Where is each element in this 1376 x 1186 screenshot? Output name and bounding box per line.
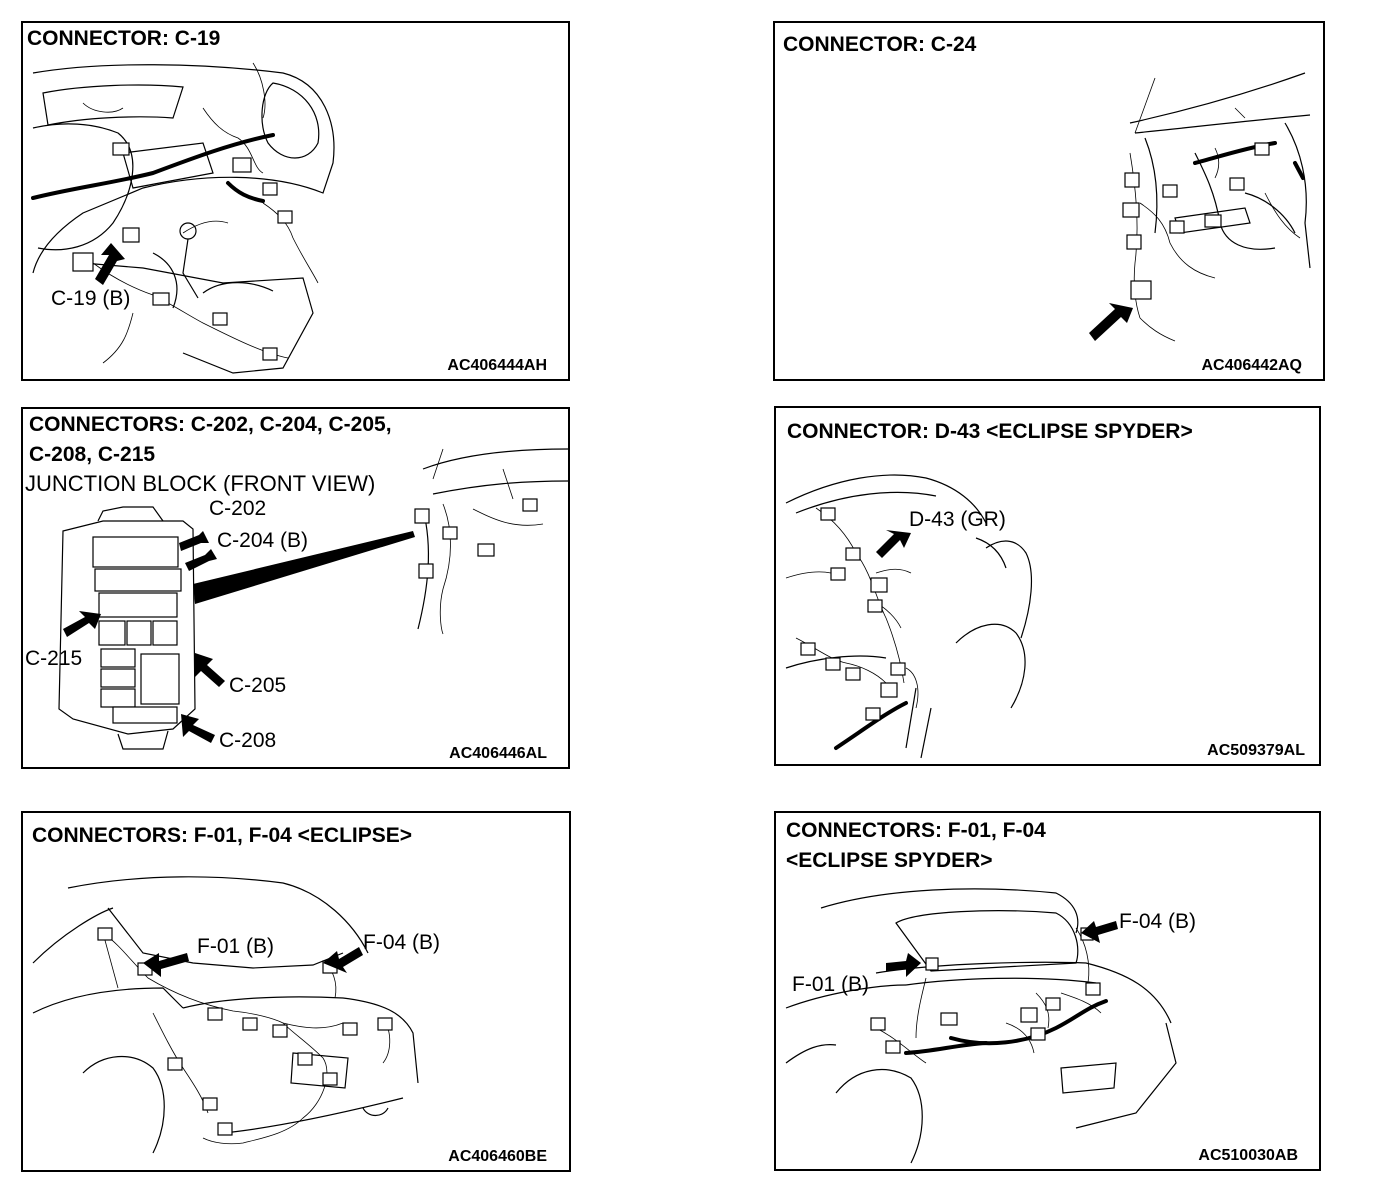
callout-c205: C-205 xyxy=(229,674,287,697)
dashboard-illustration xyxy=(31,62,335,374)
callout-c208: C-208 xyxy=(219,729,277,752)
callout-c215: C-215 xyxy=(25,647,83,670)
callout-f04: F-04 (B) xyxy=(1119,910,1197,933)
panel-connector-d43: CONNECTOR: D-43 <ECLIPSE SPYDER> D-43 (G… xyxy=(774,406,1321,766)
panel-subtitle: JUNCTION BLOCK (FRONT VIEW) xyxy=(25,471,376,496)
convertible-rear-illustration xyxy=(785,888,1177,1164)
figure-code: AC510030AB xyxy=(1198,1147,1298,1164)
figure-code: AC509379AL xyxy=(1207,742,1305,759)
panel-connectors-f01-f04-spyder: CONNECTORS: F-01, F-04 <ECLIPSE SPYDER> … xyxy=(774,811,1321,1171)
panel-connector-c24: CONNECTOR: C-24 AC406442AQ xyxy=(773,21,1325,381)
callout-f01: F-01 (B) xyxy=(792,973,870,996)
panel-junction-block: CONNECTORS: C-202, C-204, C-205, C-208, … xyxy=(21,407,570,769)
callout-f01: F-01 (B) xyxy=(197,935,275,958)
figure-code: AC406442AQ xyxy=(1201,357,1303,374)
panel-title: CONNECTORS: C-202, C-204, C-205, C-208, … xyxy=(29,413,392,466)
figure-code: AC406444AH xyxy=(447,357,547,374)
panel-title: CONNECTOR: D-43 <ECLIPSE SPYDER> xyxy=(787,420,1193,443)
callout-c19: C-19 (B) xyxy=(51,287,131,310)
car-rear-illustration xyxy=(32,876,419,1154)
car-body-illustration xyxy=(785,474,1033,759)
panel-title: CONNECTOR: C-24 xyxy=(783,33,977,56)
dashboard-illustration xyxy=(1089,72,1311,342)
junction-block-illustration xyxy=(58,448,568,750)
figure-code: AC406446AL xyxy=(449,745,547,762)
callout-c204: C-204 (B) xyxy=(217,529,309,552)
panel-title: CONNECTOR: C-19 xyxy=(27,27,221,50)
panel-title: CONNECTORS: F-01, F-04 <ECLIPSE SPYDER> xyxy=(786,819,1046,872)
panel-connectors-f01-f04-eclipse: CONNECTORS: F-01, F-04 <ECLIPSE> F-01 (B… xyxy=(21,811,571,1172)
panel-connector-c19: CONNECTOR: C-19 C-19 (B) AC406444AH xyxy=(21,21,570,381)
callout-f04: F-04 (B) xyxy=(363,931,441,954)
callout-d43: D-43 (GR) xyxy=(909,508,1006,531)
callout-c202: C-202 xyxy=(209,497,267,520)
panel-title: CONNECTORS: F-01, F-04 <ECLIPSE> xyxy=(32,824,413,847)
figure-code: AC406460BE xyxy=(448,1148,547,1165)
